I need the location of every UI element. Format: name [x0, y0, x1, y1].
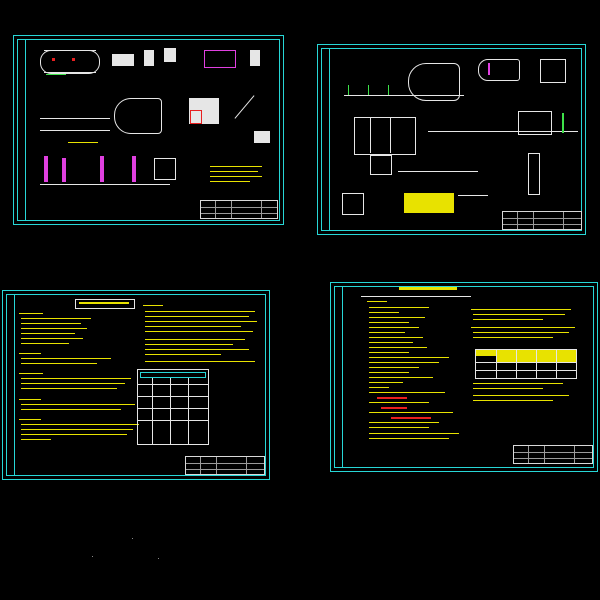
sheet-4-title-bar	[399, 287, 457, 290]
schedule-table-1	[404, 193, 454, 213]
sheet-3-binding-strip	[7, 295, 15, 475]
sheet-4-binding-strip	[335, 287, 343, 467]
title-block-4[interactable]	[513, 445, 593, 464]
drawing-sheet-4[interactable]	[330, 282, 598, 472]
title-block-3[interactable]	[185, 456, 265, 475]
stray-point	[132, 538, 133, 539]
sheet-2-border	[321, 48, 582, 231]
drawing-sheet-3[interactable]	[2, 290, 270, 480]
sheet-1-border	[17, 39, 280, 221]
title-block-2[interactable]	[502, 211, 582, 230]
sheet-3-border	[6, 294, 266, 476]
rounded-plan-shape	[40, 50, 100, 74]
drawing-sheet-2[interactable]	[317, 44, 586, 235]
drawing-sheet-1[interactable]	[13, 35, 284, 225]
sheet-4-border	[334, 286, 594, 468]
materials-table	[137, 369, 209, 445]
stray-point	[92, 556, 93, 557]
sheet-2-binding-strip	[322, 49, 330, 230]
sheet-1-binding-strip	[18, 40, 26, 220]
sheet-3-title-box	[75, 299, 135, 309]
title-block-1[interactable]	[200, 200, 278, 219]
rounded-plan-shape-2	[114, 98, 162, 134]
reinforcement-table	[475, 349, 577, 379]
stray-point	[158, 558, 159, 559]
